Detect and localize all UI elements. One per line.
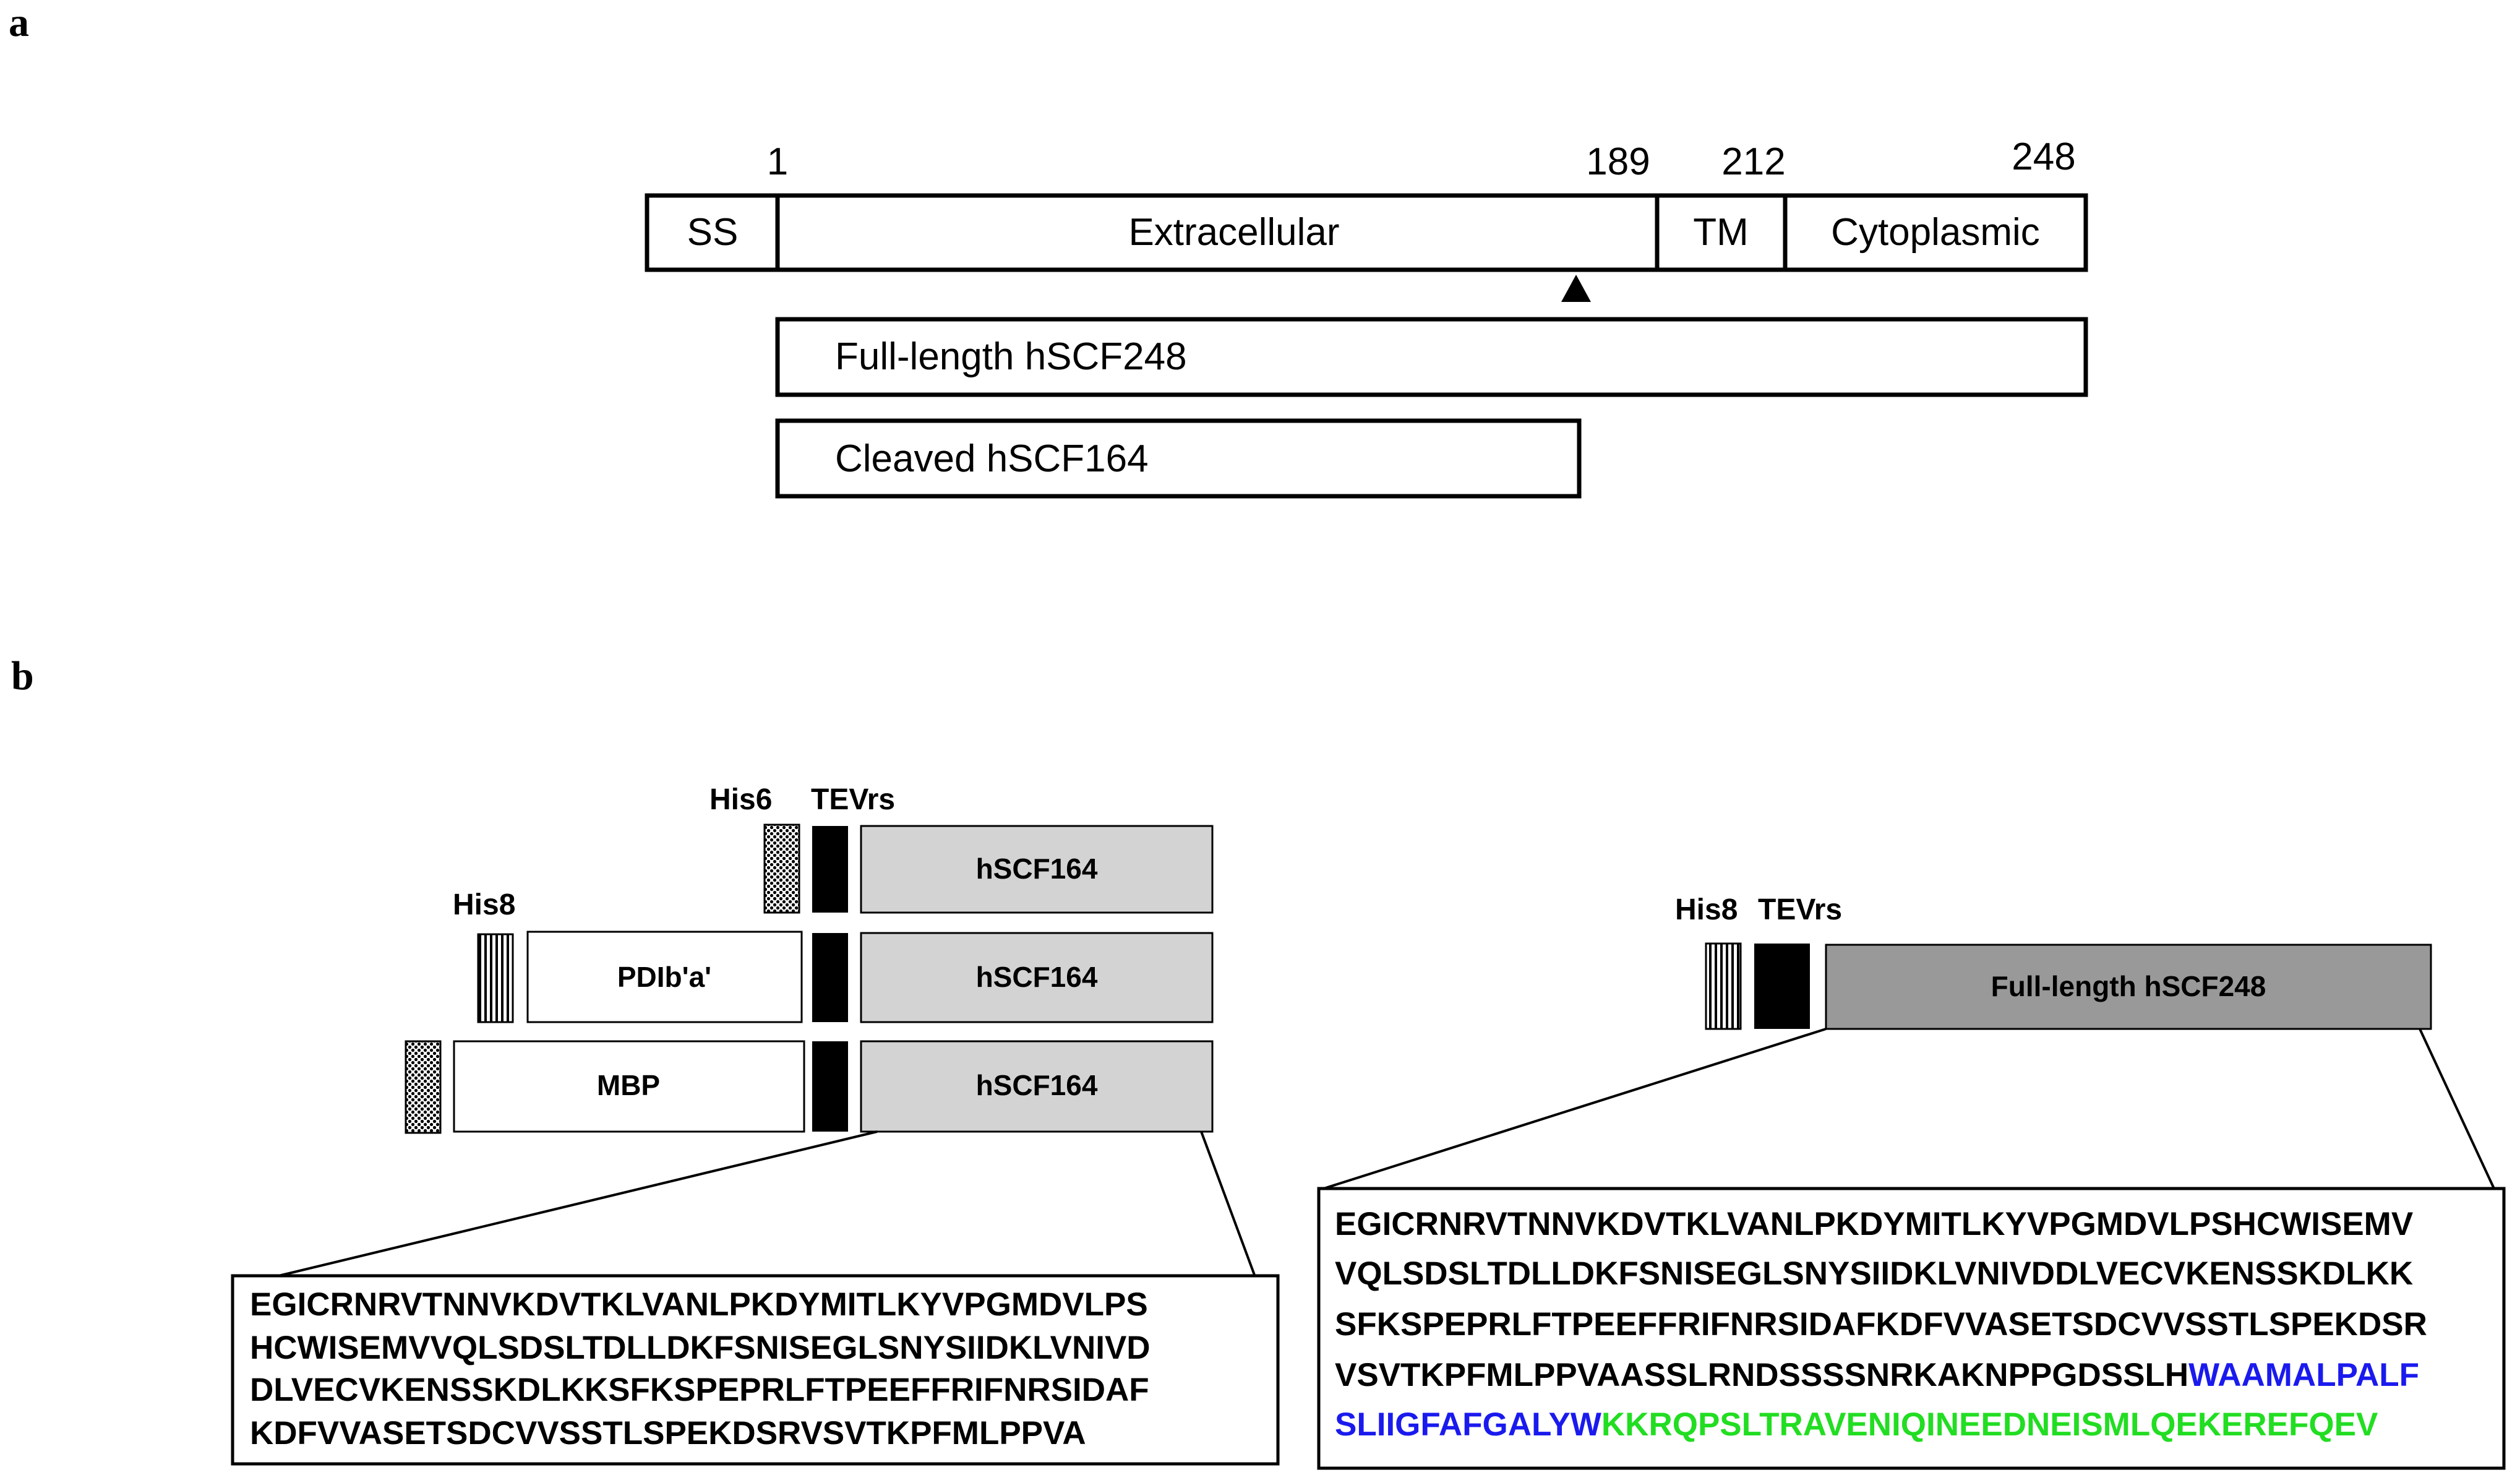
full-length-box — [775, 317, 2088, 397]
domain-tm-box — [1655, 193, 1788, 272]
hscf164-box-2 — [860, 932, 1214, 1023]
right-sequence-line-2: VQLSDSLTDLLDKFSNISEGLSNYSIIDKLVNIVDDLVEC… — [1335, 1255, 2413, 1292]
domain-extracellular-label: Extracellular — [1128, 211, 1339, 254]
line-5-cytoplasmic-segment: KKRQPSLTRAVENIQINEEDNEISMLQEKEREFQEV — [1601, 1406, 2378, 1443]
right-sequence-box: EGICRNRVTNNVKDVTKLVANLPKDYMITLKYVPGMDVLP… — [1317, 1187, 2506, 1470]
his6-label: His6 — [709, 783, 772, 816]
cleaved-construct: Cleaved hSCF164 — [775, 418, 1582, 499]
position-248-label: 248 — [2012, 135, 2075, 178]
domain-extracellular-box — [775, 193, 1660, 272]
left-zoom-line-left — [268, 1130, 878, 1279]
domain-bar: SS Extracellular TM Cytoplasmic — [645, 193, 2088, 272]
his6-tag-box-2 — [405, 1040, 442, 1134]
right-sequence-frame — [1317, 1187, 2506, 1470]
line-5-transmembrane-segment: SLIIGFAFGALYW — [1335, 1406, 1601, 1443]
right-sequence-line-4: VSVTKPFMLPPVAASSLRNDSSSSNRKAKNPPGDSSLHWA… — [1335, 1357, 2419, 1393]
panel-b-label: b — [11, 653, 34, 699]
his8-label-left: His8 — [453, 888, 515, 921]
left-sequence-line: HCWISEMVVQLSDSLTDLLDKFSNISEGLSNYSIIDKLVN… — [250, 1330, 1151, 1366]
right-zoom-lines — [1323, 1028, 2495, 1190]
position-1-label: 1 — [767, 140, 788, 183]
domain-ss-box — [645, 193, 780, 272]
full-length-hscf248-label: Full-length hSCF248 — [1991, 970, 2266, 1002]
hscf164-label-3: hSCF164 — [976, 1069, 1098, 1101]
hscf164-label-2: hSCF164 — [976, 961, 1098, 993]
mbp-label: MBP — [597, 1069, 660, 1101]
tevrs-label-right: TEVrs — [1758, 893, 1842, 926]
left-sequence-line: EGICRNRVTNNVKDVTKLVANLPKDYMITLKYVPGMDVLP… — [250, 1286, 1148, 1323]
right-zoom-line-left — [1323, 1028, 1827, 1190]
domain-tm-label: TM — [1693, 211, 1749, 254]
his8-label-right: His8 — [1675, 893, 1738, 926]
his8-tag-box-left — [477, 933, 514, 1023]
right-sequence-line-5: SLIIGFAFGALYWKKRQPSLTRAVENIQINEEDNEISMLQ… — [1335, 1406, 2378, 1443]
right-construct-labels: His8 TEVrs — [1675, 893, 1842, 926]
pdi-box — [526, 931, 803, 1023]
full-length-label: Full-length hSCF248 — [835, 335, 1187, 378]
left-sequence-line: KDFVVASETSDCVVSSTLSPEKDSRVSVTKPFMLPPVA — [250, 1415, 1086, 1451]
construct-his8-full-length: Full-length hSCF248 — [1705, 942, 2432, 1030]
position-212-label: 212 — [1721, 140, 1785, 183]
pdi-label: PDIb'a' — [617, 961, 711, 993]
hscf164-box-3 — [860, 1040, 1214, 1133]
hscf164-label-1: hSCF164 — [976, 853, 1098, 885]
cleavage-site-arrowhead — [1561, 275, 1591, 302]
mbp-box — [453, 1040, 805, 1133]
position-189-label: 189 — [1586, 140, 1650, 183]
construct-his6-mbp-hscf164: MBP hSCF164 — [405, 1040, 1214, 1134]
domain-ss-label: SS — [687, 211, 739, 254]
tevrs-box-right — [1754, 944, 1810, 1029]
left-construct-labels: His6 TEVrs His8 — [453, 783, 895, 921]
left-zoom-line-right — [1200, 1131, 1257, 1279]
cleaved-box — [775, 418, 1582, 499]
position-labels: 1 189 212 248 — [767, 135, 2076, 183]
line-4-extracellular-segment: VSVTKPFMLPPVAASSLRNDSSSSNRKAKNPPGDSSLH — [1335, 1357, 2188, 1393]
tevrs-box-1 — [812, 826, 848, 913]
full-length-construct: Full-length hSCF248 — [775, 317, 2088, 397]
hscf164-box-1 — [860, 825, 1214, 914]
left-zoom-lines — [268, 1130, 1257, 1279]
tevrs-label-left: TEVrs — [811, 783, 895, 816]
cleaved-label: Cleaved hSCF164 — [835, 437, 1149, 480]
left-sequence-frame — [231, 1274, 1280, 1466]
his6-tag-box — [763, 824, 800, 914]
tevrs-box-3 — [812, 1041, 848, 1132]
full-length-hscf248-box — [1825, 944, 2432, 1030]
domain-cytoplasmic-box — [1783, 193, 2088, 272]
his8-tag-box-right — [1705, 942, 1742, 1030]
left-sequence-line: DLVECVKENSSKDLKKSFKSPEPRLFTPEEFFRIFNRSID… — [250, 1372, 1149, 1408]
left-sequence-box: EGICRNRVTNNVKDVTKLVANLPKDYMITLKYVPGMDVLP… — [231, 1274, 1280, 1466]
right-zoom-line-right — [2419, 1028, 2495, 1189]
panel-a-label: a — [9, 0, 29, 45]
tevrs-box-2 — [812, 933, 848, 1022]
domain-cytoplasmic-label: Cytoplasmic — [1831, 211, 2040, 254]
right-sequence-line-3: SFKSPEPRLFTPEEFFRIFNRSIDAFKDFVVASETSDCVV… — [1335, 1306, 2427, 1343]
construct-his8-pdi-hscf164: PDIb'a' hSCF164 — [477, 931, 1214, 1023]
right-sequence-line-1: EGICRNRVTNNVKDVTKLVANLPKDYMITLKYVPGMDVLP… — [1335, 1206, 2413, 1242]
line-4-transmembrane-segment: WAAMALPALF — [2188, 1357, 2419, 1393]
construct-his6-hscf164: hSCF164 — [763, 824, 1214, 914]
